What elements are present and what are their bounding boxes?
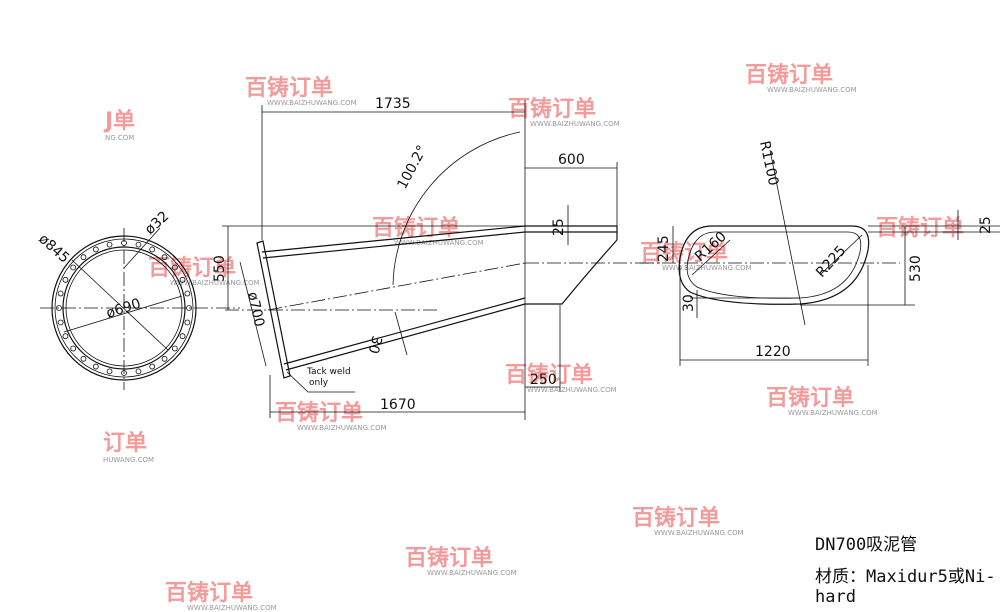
drawing-title: DN700吸泥管	[815, 535, 918, 555]
bolt-hole	[171, 345, 178, 352]
svg-text:530: 530	[908, 255, 924, 282]
svg-text:ø32: ø32	[142, 208, 172, 238]
svg-text:R225: R225	[813, 243, 849, 281]
svg-text:30: 30	[681, 294, 697, 312]
svg-text:550: 550	[212, 255, 228, 282]
svg-text:WWW.BAIZHUWANG.COM: WWW.BAIZHUWANG.COM	[187, 604, 277, 612]
svg-text:百铸订单: 百铸订单	[632, 505, 720, 531]
bolt-hole	[106, 241, 113, 248]
bolt-hole	[184, 290, 191, 297]
bolt-hole	[70, 264, 77, 271]
svg-text:WWW.BAIZHUWANG.COM: WWW.BAIZHUWANG.COM	[530, 120, 620, 128]
bolt-hole	[184, 319, 191, 326]
bolt-hole	[70, 345, 77, 352]
bolt-hole	[149, 363, 156, 370]
bolt-hole	[179, 276, 186, 283]
bolt-hole	[186, 305, 192, 311]
svg-text:百铸订单: 百铸订单	[245, 75, 333, 101]
svg-text:ø700: ø700	[244, 291, 267, 329]
svg-text:250: 250	[530, 372, 557, 388]
bolt-hole	[161, 355, 168, 362]
svg-text:百铸订单: 百铸订单	[508, 96, 596, 122]
svg-text:NG.COM: NG.COM	[105, 134, 134, 142]
svg-text:WWW.BAIZHUWANG.COM: WWW.BAIZHUWANG.COM	[654, 529, 744, 537]
svg-text:WWW.BAIZHUWANG.COM: WWW.BAIZHUWANG.COM	[788, 409, 878, 417]
svg-text:25: 25	[978, 216, 994, 234]
svg-text:WWW.BAIZHUWANG.COM: WWW.BAIZHUWANG.COM	[767, 86, 857, 94]
svg-text:J单: J单	[103, 109, 135, 134]
bolt-hole	[179, 333, 186, 340]
svg-text:ø690: ø690	[104, 296, 143, 322]
bolt-hole	[62, 333, 69, 340]
svg-text:WWW.BAIZHUWANG.COM: WWW.BAIZHUWANG.COM	[527, 386, 617, 394]
svg-text:R1100: R1100	[756, 140, 781, 188]
svg-text:WWW.BAIZHUWANG.COM: WWW.BAIZHUWANG.COM	[662, 264, 752, 272]
svg-text:600: 600	[558, 152, 585, 168]
svg-text:百铸订单: 百铸订单	[876, 215, 964, 241]
svg-text:百铸订单: 百铸订单	[766, 385, 854, 411]
bolt-hole	[80, 355, 87, 362]
bolt-hole	[149, 246, 156, 253]
material-note: 材质：Maxidur5或Ni-hard	[815, 567, 996, 607]
svg-text:百铸订单: 百铸订单	[745, 62, 833, 88]
bolt-hole	[106, 368, 113, 375]
svg-text:1735: 1735	[375, 96, 411, 112]
svg-text:订单: 订单	[103, 431, 147, 456]
svg-text:百铸订单: 百铸订单	[165, 580, 253, 606]
svg-text:HUWANG.COM: HUWANG.COM	[103, 456, 154, 464]
bolt-hole	[57, 290, 64, 297]
svg-text:WWW.BAIZHUWANG.COM: WWW.BAIZHUWANG.COM	[427, 569, 517, 577]
svg-text:30: 30	[365, 334, 385, 355]
svg-text:1670: 1670	[380, 397, 416, 413]
svg-text:ø845: ø845	[35, 231, 72, 267]
bolt-hole	[56, 305, 62, 311]
svg-text:WWW.BAIZHUWANG.COM: WWW.BAIZHUWANG.COM	[297, 424, 387, 432]
svg-text:百铸订单: 百铸订单	[505, 362, 593, 388]
svg-text:百铸订单: 百铸订单	[275, 400, 363, 426]
svg-text:only: only	[309, 378, 329, 388]
svg-text:245: 245	[656, 235, 672, 262]
svg-text:Tack weld: Tack weld	[306, 367, 351, 377]
bolt-hole	[171, 264, 178, 271]
bolt-hole	[161, 254, 168, 261]
svg-text:百铸订单: 百铸订单	[405, 545, 493, 571]
svg-text:1220: 1220	[755, 344, 791, 360]
svg-text:WWW.BAIZHUWANG.COM: WWW.BAIZHUWANG.COM	[394, 239, 484, 247]
svg-text:100.2°: 100.2°	[394, 143, 430, 192]
bolt-hole	[57, 319, 64, 326]
bolt-hole	[62, 276, 69, 283]
watermark: 百铸订单	[876, 215, 964, 241]
bolt-hole	[135, 368, 142, 375]
svg-text:25: 25	[551, 218, 567, 236]
bolt-hole	[92, 363, 99, 370]
svg-text:WWW.BAIZHUWANG.COM: WWW.BAIZHUWANG.COM	[267, 99, 357, 107]
flange-view: ø845 ø32 ø690	[35, 208, 240, 390]
end-view: 25 530 1220 245 30 R1100 R160 R225	[640, 140, 1000, 366]
svg-text:WWW.BAIZHUWANG.COM: WWW.BAIZHUWANG.COM	[170, 279, 260, 287]
bolt-hole	[80, 254, 87, 261]
bolt-hole	[92, 246, 99, 253]
bolt-hole	[135, 241, 142, 248]
